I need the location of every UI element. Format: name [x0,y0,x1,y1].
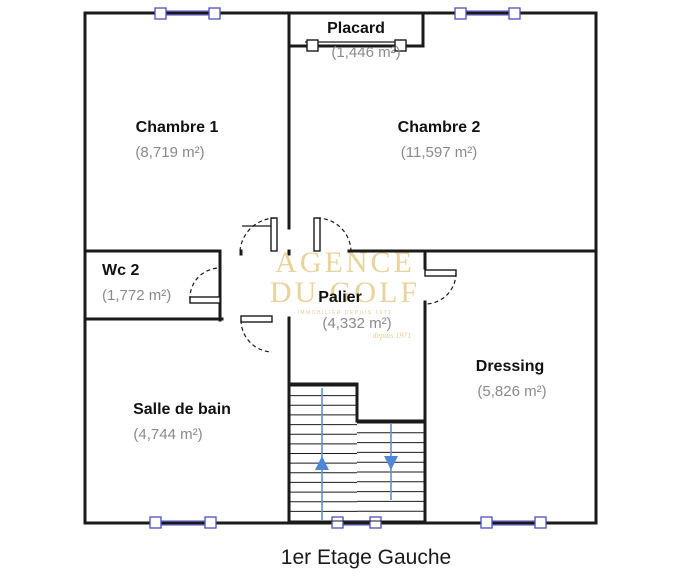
window-bottom-left [149,516,217,529]
room-name: Chambre 2 [398,119,481,136]
room-name: Dressing [476,358,544,375]
room-wc-2: Wc 2 (1,772 m²) [102,262,171,304]
door-wc [189,267,221,304]
room-area: (11,597 m²) [401,144,477,161]
placard-sliding-doors [305,39,407,52]
room-area: (4,332 m²) [322,315,391,332]
watermark-line2: DU GOLF [270,276,420,309]
watermark-signature: depuis 1971 [373,331,412,340]
room-palier: Palier (4,332 m²) [318,289,391,332]
door-dressing [424,269,457,305]
room-name: Chambre 1 [136,119,219,136]
room-area: (1,772 m²) [102,287,171,304]
room-area: (8,719 m²) [135,144,204,161]
window-top-right [454,7,521,20]
room-name: Palier [318,289,362,306]
window-top-left [154,7,221,20]
stair-arrow-up [315,388,329,520]
door-salle-de-bain [240,315,273,353]
room-chambre-2: Chambre 2 (11,597 m²) [398,119,481,161]
interior-walls [83,11,598,525]
room-name: Wc 2 [102,262,139,279]
room-area: (5,826 m²) [477,383,546,400]
room-area: (1,446 m²) [331,44,400,61]
watermark-tagline: IMMOBILIER DEPUIS 1971 [298,310,393,316]
room-salle-de-bain: Salle de bain (4,744 m²) [133,401,231,443]
staircase-up-flight [289,385,357,522]
door-chambre-2 [313,217,352,253]
room-dressing: Dressing (5,826 m²) [476,358,547,400]
floor-caption: 1er Etage Gauche [281,546,451,569]
room-name: Salle de bain [133,401,231,418]
door-chambre-1 [239,217,278,252]
room-placard: Placard (1,446 m²) [327,20,401,61]
room-name: Placard [327,20,385,37]
room-chambre-1: Chambre 1 (8,719 m²) [135,119,218,161]
agency-watermark: AGENCE DU GOLF IMMOBILIER DEPUIS 1971 de… [270,246,420,340]
window-bottom-right [480,516,547,529]
watermark-line1: AGENCE [275,246,415,279]
stair-arrow-down [384,424,398,500]
room-area: (4,744 m²) [133,426,202,443]
